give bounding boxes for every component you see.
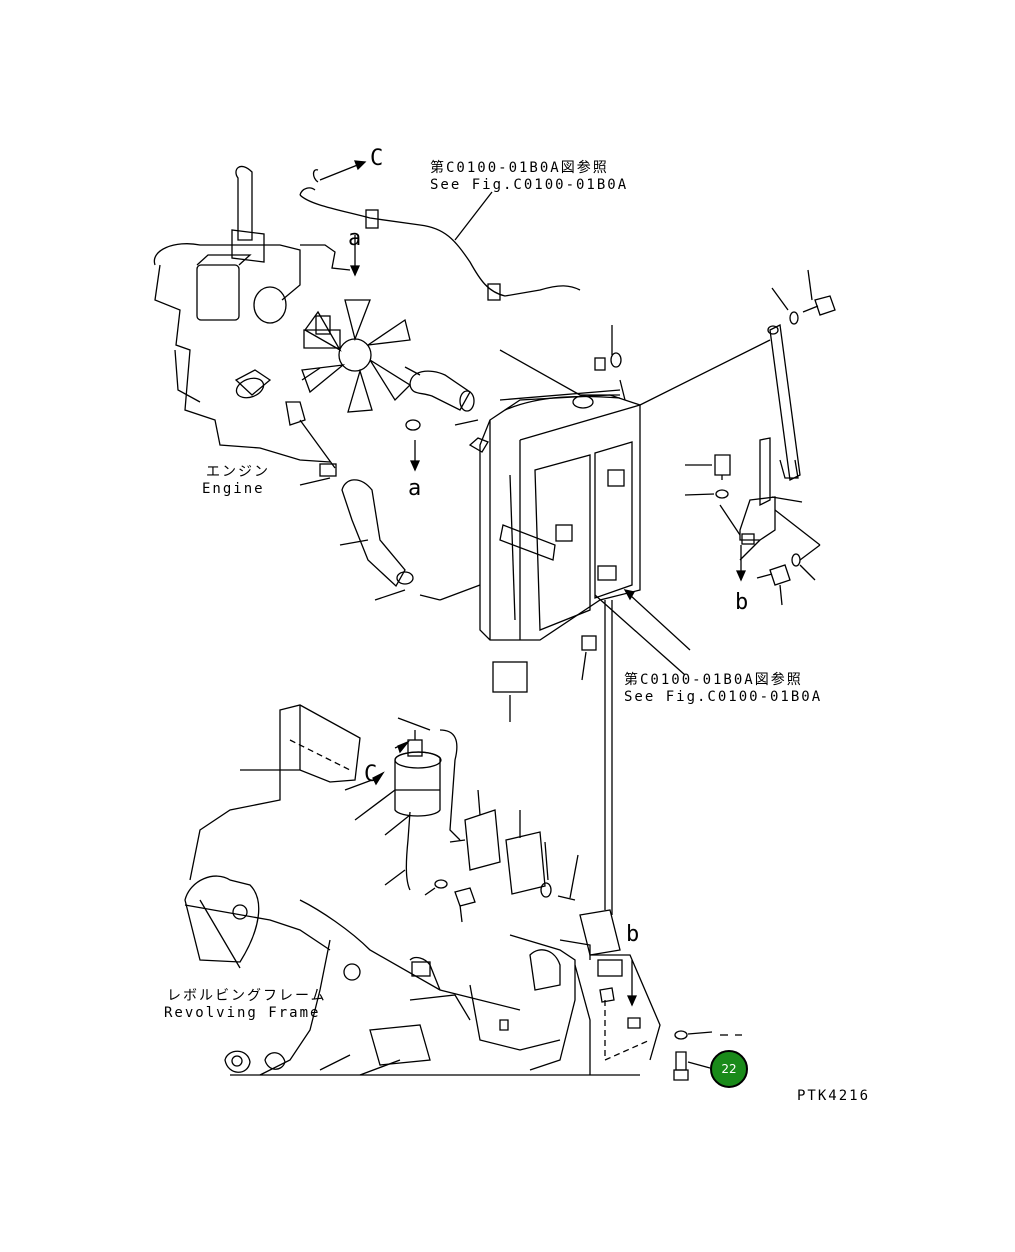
part-callout-badge[interactable]: 22 [710,1050,748,1088]
marker-a-top: a [348,226,362,251]
figure-code: PTK4216 [797,1088,871,1104]
marker-a-mid: a [408,476,422,501]
stay-bracket-drawing [684,269,836,606]
leader-lines [299,366,691,915]
engine-label-jp: エンジン [206,464,270,480]
revolving-frame-drawing [184,704,661,1076]
ref-label-top-jp: 第C0100-01B0A図参照 [430,160,609,176]
ref-label-top-en: See Fig.C0100-01B0A [430,177,629,193]
bolt-washer-bottom [626,960,742,1081]
frame-label-jp: レボルビングフレーム [167,988,327,1004]
marker-b-right: b [735,590,749,615]
engine-label-en: Engine [202,481,265,497]
ref-label-mid-jp: 第C0100-01B0A図参照 [624,672,803,688]
marker-c-top: C [370,146,384,171]
engine-drawing [153,165,475,588]
reserve-tank-drawing [344,717,579,923]
frame-label-en: Revolving Frame [164,1005,321,1021]
ref-label-mid-en: See Fig.C0100-01B0A [624,689,823,705]
radiator-drawing [468,325,771,641]
marker-b-bottom: b [626,922,640,947]
marker-c-mid: C [364,762,378,787]
wire-harness-top [299,160,581,301]
